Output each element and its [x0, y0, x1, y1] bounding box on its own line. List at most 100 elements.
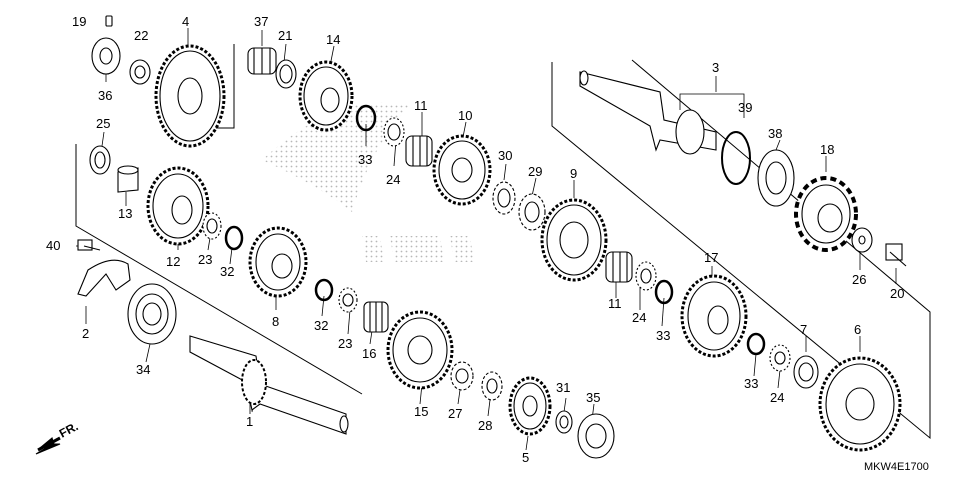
callout-35: 35: [586, 390, 600, 405]
callout-32a: 32: [220, 264, 234, 279]
circlip: [224, 225, 244, 251]
lock-washer: [492, 181, 516, 215]
splined-washer: [338, 287, 358, 313]
callout-34: 34: [136, 362, 150, 377]
callout-20: 20: [890, 286, 904, 301]
callout-39: 39: [738, 100, 752, 115]
needle-bearing: [605, 251, 633, 283]
gear: [818, 356, 902, 452]
dowel-pin: [105, 15, 113, 27]
callout-11b: 11: [608, 296, 622, 311]
callout-5: 5: [522, 450, 529, 465]
callout-23b: 23: [338, 336, 352, 351]
collar: [793, 355, 819, 389]
circlip: [654, 279, 674, 305]
callout-36: 36: [98, 88, 112, 103]
collar: [117, 165, 139, 193]
callout-26: 26: [852, 272, 866, 287]
callout-1: 1: [246, 414, 253, 429]
splined-washer: [383, 117, 405, 147]
callout-6: 6: [854, 322, 861, 337]
splined-washer: [481, 371, 503, 401]
needle-bearing: [247, 47, 277, 75]
gear: [154, 44, 226, 148]
thrust-washer: [275, 59, 297, 89]
gear: [508, 376, 552, 436]
callout-17: 17: [704, 250, 718, 265]
washer: [129, 59, 151, 85]
ball-bearing: [127, 283, 177, 345]
snap-ring: [721, 131, 751, 185]
lock-washer: [450, 361, 474, 391]
callout-38: 38: [768, 126, 782, 141]
circlip: [355, 104, 377, 132]
callout-24a: 24: [386, 172, 400, 187]
washer: [555, 410, 573, 434]
gear: [386, 310, 454, 390]
callout-11a: 11: [414, 98, 428, 113]
diagram-code: MKW4E1700: [864, 461, 929, 473]
splined-washer: [769, 344, 791, 372]
bolt: [77, 239, 101, 251]
sprocket-bolt: [885, 243, 907, 267]
callout-23a: 23: [198, 252, 212, 267]
gear: [146, 166, 210, 246]
callout-4: 4: [182, 14, 189, 29]
mainshaft: [189, 335, 349, 435]
callout-21: 21: [278, 28, 292, 43]
bearing-setting-plate: [77, 259, 131, 297]
needle-bearing: [405, 135, 433, 167]
callout-24b: 24: [632, 310, 646, 325]
countershaft: [579, 70, 717, 155]
gear: [432, 134, 492, 206]
callout-13: 13: [118, 206, 132, 221]
callout-32b: 32: [314, 318, 328, 333]
callout-16: 16: [362, 346, 376, 361]
callout-14: 14: [326, 32, 340, 47]
drive-sprocket: [794, 176, 858, 252]
brand-watermark: [262, 102, 474, 262]
callout-12: 12: [166, 254, 180, 269]
callout-19: 19: [72, 14, 86, 29]
callout-30: 30: [498, 148, 512, 163]
parts: [35, 15, 907, 459]
splined-washer: [635, 261, 657, 291]
callout-7: 7: [800, 322, 807, 337]
callout-24c: 24: [770, 390, 784, 405]
oil-seal-ring: [89, 145, 111, 175]
callout-40: 40: [46, 238, 60, 253]
callout-25: 25: [96, 116, 110, 131]
callout-3: 3: [712, 60, 719, 75]
callout-8: 8: [272, 314, 279, 329]
callout-10: 10: [458, 108, 472, 123]
callout-33a: 33: [358, 152, 372, 167]
callout-22: 22: [134, 28, 148, 43]
gear: [680, 274, 748, 358]
callout-29: 29: [528, 164, 542, 179]
callout-31: 31: [556, 380, 570, 395]
callout-2: 2: [82, 326, 89, 341]
callout-33c: 33: [744, 376, 758, 391]
splined-washer: [202, 212, 222, 240]
circlip: [746, 332, 766, 356]
callout-9: 9: [570, 166, 577, 181]
circlip: [314, 278, 334, 302]
gear: [248, 226, 308, 298]
callout-33b: 33: [656, 328, 670, 343]
bushing: [91, 37, 121, 75]
callout-27: 27: [448, 406, 462, 421]
oil-seal: [757, 149, 795, 207]
callout-18: 18: [820, 142, 834, 157]
callout-labels: 19 22 36 4 37 21 14 11 10 33 24 30 29 9 …: [46, 14, 904, 465]
front-direction-label: FR.: [57, 419, 81, 440]
ball-bearing: [577, 413, 615, 459]
needle-bearing: [363, 301, 389, 333]
lock-washer: [518, 193, 546, 231]
sprocket-washer: [851, 227, 873, 253]
gear: [540, 198, 608, 282]
gear: [298, 60, 354, 132]
callout-28: 28: [478, 418, 492, 433]
callout-15: 15: [414, 404, 428, 419]
callout-37: 37: [254, 14, 268, 29]
